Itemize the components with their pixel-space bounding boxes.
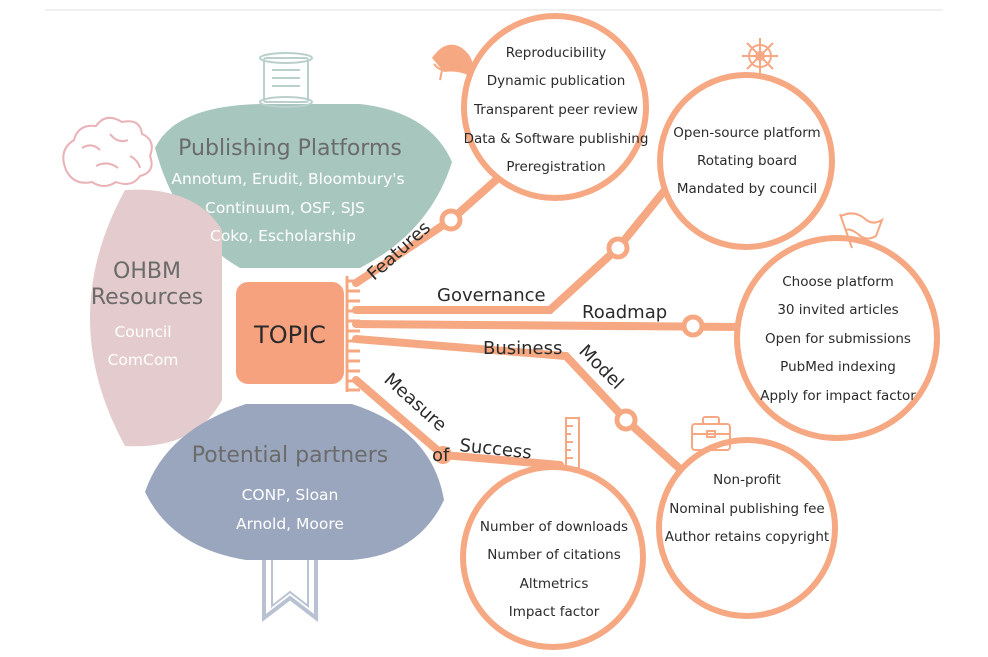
measure-of-success-node xyxy=(434,446,452,464)
business-model-line xyxy=(352,335,694,482)
features-item-1: Reproducibility xyxy=(506,45,607,61)
governance-node xyxy=(606,236,630,260)
briefcase-icon xyxy=(691,416,731,451)
features-node xyxy=(439,208,463,232)
ohbm-resources-item-1: Council xyxy=(114,323,171,341)
topic-label: TOPIC xyxy=(253,321,326,349)
business-item-1: Non-profit xyxy=(713,472,781,488)
business-item-3: Author retains copyright xyxy=(665,529,829,545)
features-item-5: Preregistration xyxy=(506,159,605,175)
flag-icon xyxy=(839,212,884,249)
ohbm-resources-petal xyxy=(90,189,222,447)
roadmap-line xyxy=(352,320,744,331)
success-item-4: Impact factor xyxy=(509,604,600,620)
roadmap-item-1: Choose platform xyxy=(782,274,894,290)
partners-item-1: CONP, Sloan xyxy=(242,486,339,504)
topic-box xyxy=(236,282,344,384)
roadmap-label: Roadmap xyxy=(582,302,667,323)
roadmap-item-4: PubMed indexing xyxy=(780,359,896,375)
potential-partners-title: Potential partners xyxy=(192,443,388,468)
roadmap-node xyxy=(681,314,705,338)
ruler-icon xyxy=(565,417,580,469)
ship-wheel-icon xyxy=(742,38,778,74)
features-item-2: Dynamic publication xyxy=(487,73,626,89)
governance-line xyxy=(352,186,669,314)
success-item-3: Altmetrics xyxy=(520,576,589,592)
publishing-item-1: Annotum, Erudit, Bloombury's xyxy=(171,170,404,188)
publishing-platforms-petal xyxy=(155,104,452,268)
partners-item-2: Arnold, Moore xyxy=(236,515,344,533)
governance-circle xyxy=(657,72,835,250)
roadmap-item-3: Open for submissions xyxy=(765,331,911,347)
ohbm-resources-item-2: ComCom xyxy=(108,351,179,369)
success-item-1: Number of downloads xyxy=(480,519,628,535)
roadmap-circle xyxy=(734,235,940,441)
business-model-node xyxy=(614,408,638,432)
scroll-icon xyxy=(259,52,313,108)
features-circle xyxy=(461,13,649,201)
features-item-3: Transparent peer review xyxy=(473,102,638,118)
measure-of-success-circle xyxy=(460,464,646,650)
business-item-2: Nominal publishing fee xyxy=(669,501,824,517)
feather-pen-icon xyxy=(432,44,473,81)
roadmap-item-2: 30 invited articles xyxy=(777,302,898,318)
brain-icon xyxy=(62,116,153,187)
topic-comb xyxy=(345,276,360,392)
ohbm-resources-title-line2: Resources xyxy=(91,285,203,310)
publishing-platforms-title: Publishing Platforms xyxy=(178,136,402,161)
model-label: Model xyxy=(574,341,627,394)
success-item-2: Number of citations xyxy=(487,547,620,563)
roadmap-item-5: Apply for impact factor xyxy=(760,388,916,404)
publishing-item-2: Continuum, OSF, SJS xyxy=(205,199,365,217)
of-label: of xyxy=(432,445,450,466)
governance-item-3: Mandated by council xyxy=(677,181,817,197)
governance-item-2: Rotating board xyxy=(697,153,797,169)
governance-label: Governance xyxy=(437,285,546,306)
features-item-4: Data & Software publishing xyxy=(464,131,649,147)
governance-item-1: Open-source platform xyxy=(673,125,820,141)
ohbm-resources-title-line1: OHBM xyxy=(113,259,181,284)
business-model-circle xyxy=(656,437,838,619)
potential-partners-petal xyxy=(145,404,444,560)
business-label: Business xyxy=(483,338,562,359)
bookmark-ribbon-icon xyxy=(262,560,318,623)
publishing-item-3: Coko, Escholarship xyxy=(210,227,356,245)
